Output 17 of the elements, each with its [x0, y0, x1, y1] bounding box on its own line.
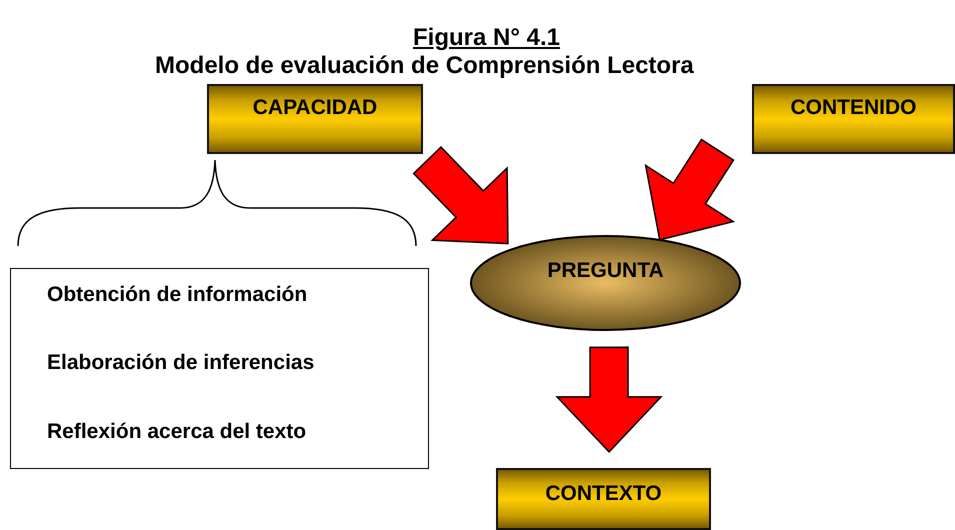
box-label: CAPACIDAD — [252, 96, 378, 120]
list-item: Obtención de información — [47, 283, 308, 307]
list-box — [10, 268, 429, 469]
ellipse-label: PREGUNTA — [546, 259, 665, 283]
label-box — [496, 468, 711, 530]
block-arrow — [412, 146, 509, 244]
figure-title: Figura N° 4.1 — [413, 24, 560, 52]
figure-subtitle: Modelo de evaluación de Comprensión Lectora — [155, 52, 694, 80]
label-box — [207, 84, 423, 154]
list-item: Reflexión acerca del texto — [47, 420, 306, 444]
box-label: CONTEXTO — [544, 482, 663, 506]
label-box — [752, 84, 955, 154]
block-arrow — [644, 138, 736, 241]
list-item: Elaboración de inferencias — [47, 351, 314, 375]
block-arrow — [555, 346, 663, 453]
box-label: CONTENIDO — [790, 96, 918, 120]
ellipse-node — [470, 235, 741, 331]
